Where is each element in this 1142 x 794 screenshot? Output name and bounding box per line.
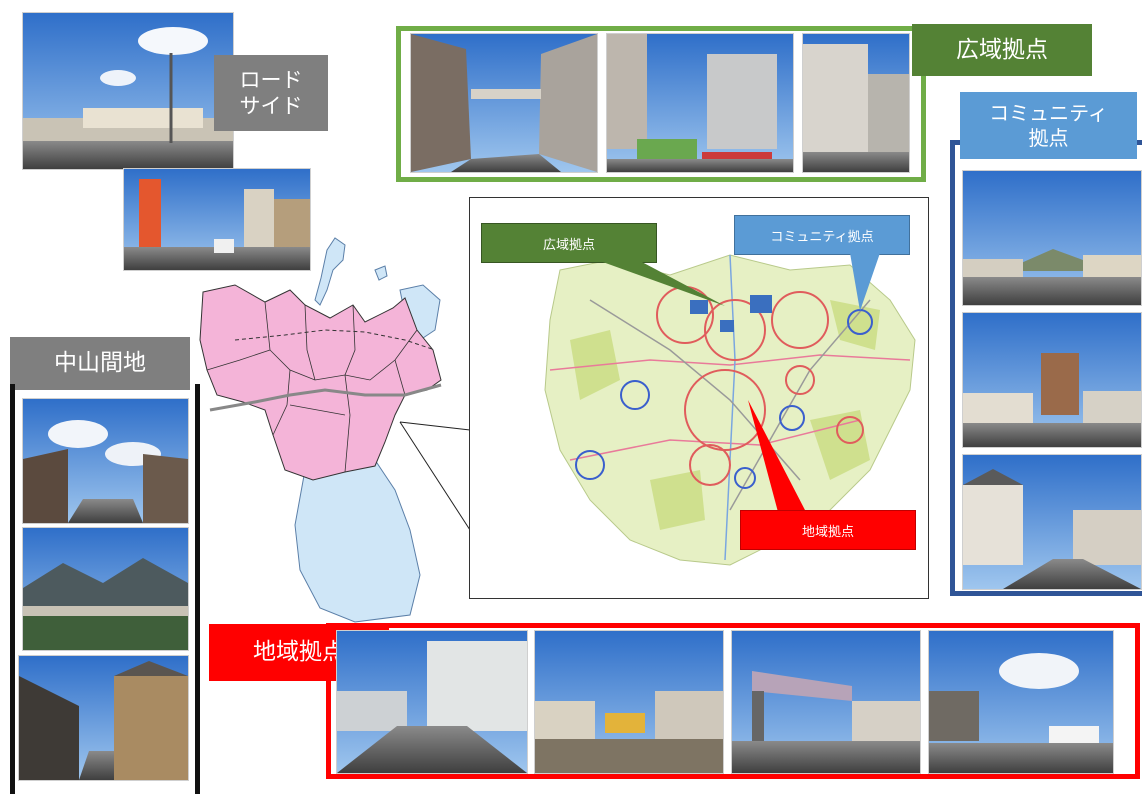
- wide-area-label-text: 広域拠点: [956, 36, 1048, 63]
- detail-roads: [549, 254, 911, 561]
- regional-label-text: 地域拠点: [253, 639, 345, 666]
- community-label: コミュニティ 拠点: [960, 92, 1137, 159]
- wide-area-photo-3: [802, 33, 910, 173]
- wide-area-photo-1: [410, 33, 598, 173]
- zoom-leader-lines: [399, 421, 471, 531]
- callout-wide-area-text: 広域拠点: [542, 237, 595, 253]
- mountain-photo-1: [22, 398, 189, 524]
- district-boundaries: [206, 301, 418, 473]
- callout-wide-area-pointer: [600, 261, 725, 306]
- callout-regional-text: 地域拠点: [801, 524, 854, 540]
- mountain-label-text: 中山間地: [54, 350, 146, 377]
- wide-area-label: 広域拠点: [912, 24, 1092, 76]
- wide-area-photo-2: [606, 33, 794, 173]
- regional-photo-3: [731, 630, 921, 774]
- roadside-label-line-2: サイド: [239, 94, 303, 118]
- regional-frame: [326, 623, 1140, 779]
- city-outline-map: [199, 237, 442, 623]
- regional-photo-1: [336, 630, 528, 774]
- callout-wide-area: 広域拠点: [481, 223, 657, 263]
- roadside-photo-1: [22, 12, 234, 170]
- mountain-frame: [10, 384, 200, 794]
- community-label-line-1: コミュニティ: [989, 100, 1108, 125]
- roadside-label-line-1: ロード: [239, 67, 303, 92]
- callout-regional-pointer: [748, 400, 806, 512]
- callout-community-text: コミュニティ拠点: [770, 229, 874, 245]
- island-shape: [314, 237, 346, 306]
- main-road-line: [209, 383, 442, 412]
- callout-community-pointer: [850, 253, 880, 311]
- detail-land-shape: [544, 254, 916, 566]
- community-photo-2: [962, 312, 1142, 448]
- islet-shape: [374, 265, 388, 281]
- community-photo-3: [962, 454, 1142, 590]
- mountain-photo-2: [22, 527, 189, 651]
- community-label-line-2: 拠点: [1028, 125, 1069, 150]
- regional-photo-4: [928, 630, 1114, 774]
- wide-area-frame: [396, 26, 926, 182]
- callout-regional: 地域拠点: [740, 510, 916, 550]
- roadside-label: ロード サイド: [214, 55, 328, 131]
- community-photo-1: [962, 170, 1142, 306]
- mountain-photo-3: [18, 655, 189, 781]
- detail-map: [544, 254, 916, 566]
- regional-photo-2: [534, 630, 724, 774]
- callout-community: コミュニティ拠点: [734, 215, 910, 255]
- roadside-photo-2: [123, 168, 311, 271]
- dashed-boundary-line: [234, 329, 436, 351]
- detail-buildings: [690, 295, 772, 332]
- detail-hub-circles: [575, 286, 873, 489]
- mountain-label: 中山間地: [10, 337, 190, 390]
